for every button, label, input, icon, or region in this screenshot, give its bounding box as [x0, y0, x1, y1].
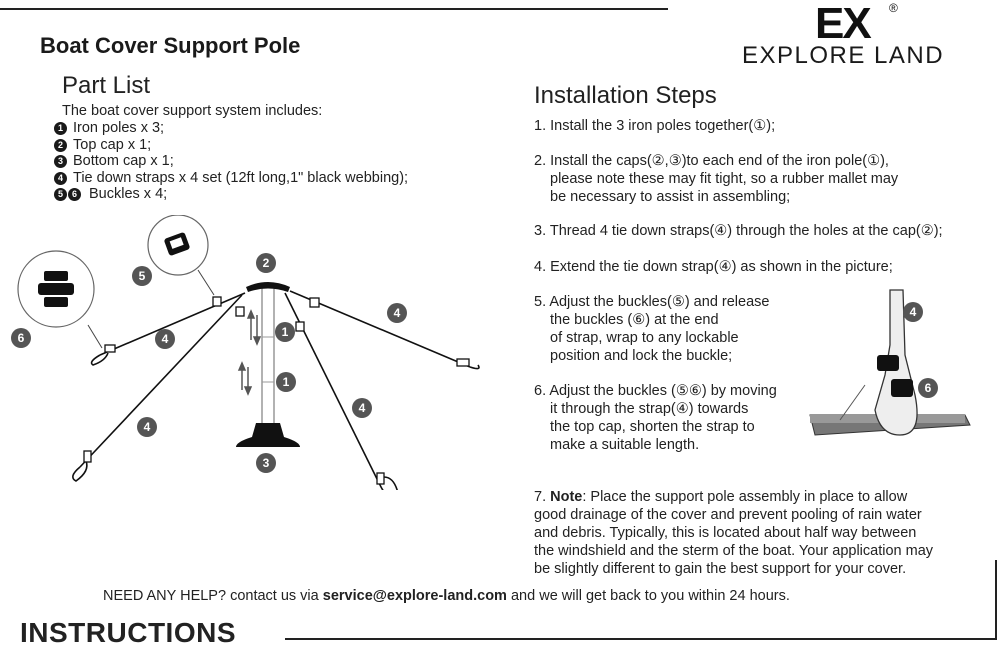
step-3: 3. Thread 4 tie down straps(④) through t… — [534, 223, 943, 239]
assembly-diagram: 2 5 6 4 4 4 4 1 1 3 — [11, 215, 480, 490]
iron-pole — [261, 286, 275, 443]
part-list-heading: Part List — [62, 72, 151, 99]
help-line: NEED ANY HELP? contact us via service@ex… — [103, 588, 790, 604]
step-7-line: the windshield and the sterm of the boat… — [534, 543, 934, 559]
buckle-icon — [309, 297, 320, 308]
buckle-icon — [212, 296, 222, 307]
parts-list: 1 Iron poles x 3; 2 Top cap x 1; 3 Bottom c… — [54, 120, 408, 203]
strap-loop — [90, 352, 109, 366]
list-item-text: Bottom cap x 1; — [73, 153, 174, 169]
step-5-line: 5. Adjust the buckles(⑤) and release — [534, 294, 770, 310]
strap-loop — [72, 460, 88, 482]
number-badge: 4 — [54, 171, 67, 185]
strap-detail-figure: 4 6 — [809, 289, 971, 436]
instructions-footer: INSTRUCTIONS — [20, 617, 236, 648]
strap-line — [79, 294, 243, 468]
part-list-intro: The boat cover support system includes: — [62, 103, 323, 119]
number-badge: 3 — [54, 155, 67, 168]
strap-loop — [469, 364, 480, 370]
buckle-icon — [235, 306, 245, 317]
list-item-text: Buckles x 4; — [89, 186, 168, 202]
step-7-lead: 7. — [534, 489, 551, 505]
list-item-text: Top cap x 1; — [73, 136, 152, 153]
buckle-closeup-icon — [164, 232, 190, 256]
step-2-line: be necessary to assist in assembling; — [550, 189, 791, 205]
list-item: 3 Bottom cap x 1; — [54, 153, 408, 170]
list-item-text: Iron poles x 3; — [73, 120, 165, 136]
buckle-icon — [376, 472, 385, 485]
step-5-line: of strap, wrap to any lockable — [550, 330, 739, 346]
step-6-line: it through the strap(④) towards — [550, 401, 749, 417]
callout-label: 4 — [144, 420, 151, 434]
callout-label: 6 — [18, 331, 25, 345]
help-prefix: NEED ANY HELP? contact us via — [103, 588, 323, 604]
registered-mark: ® — [889, 1, 898, 15]
list-item: 1 Iron poles x 3; — [54, 120, 408, 137]
buckle-icon — [83, 450, 92, 463]
list-item: 4 Tie down straps x 4 set (12ft long,1" b… — [54, 170, 408, 187]
step-5-line: position and lock the buckle; — [550, 348, 733, 364]
step-2-line: please note these may fit tight, so a ru… — [550, 171, 899, 187]
step-2-line: 2. Install the caps(②,③)to each end of t… — [534, 153, 889, 169]
step-7-note: 7. Note: Place the support pole assembly… — [534, 488, 933, 578]
right-rule — [995, 560, 997, 640]
callout-label: 5 — [139, 269, 146, 283]
step-6-line: make a suitable length. — [550, 437, 700, 453]
list-item-text: Tie down straps x 4 set (12ft long,1" bl… — [73, 169, 409, 186]
top-cap — [246, 282, 290, 292]
step-6-line: 6. Adjust the buckles (⑤⑥) by moving — [534, 383, 777, 399]
bottom-cap — [236, 423, 300, 447]
bottom-rule — [285, 638, 997, 640]
callout-label: 1 — [282, 325, 289, 339]
step-5-line: the buckles (⑥) at the end — [550, 312, 719, 328]
number-badge: 1 — [54, 122, 67, 135]
help-suffix: and we will get back to you within 24 ho… — [506, 588, 790, 604]
buckle-closeup-icon — [38, 271, 74, 307]
buckle-icon — [104, 344, 116, 353]
installation-heading: Installation Steps — [534, 82, 717, 109]
brand-logo: EX ® — [815, 0, 905, 48]
callout-label: 6 — [925, 381, 932, 395]
buckle-icon — [891, 379, 913, 397]
number-badge: 6 — [68, 188, 81, 201]
part-list-section: Part List The boat cover support system … — [62, 72, 322, 120]
buckle-icon — [877, 355, 899, 371]
buckle-icon — [295, 321, 305, 332]
step-4: 4. Extend the tie down strap(④) as shown… — [534, 259, 893, 275]
support-email-link[interactable]: service@explore-land.com — [322, 588, 507, 604]
brand-name: EXPLORE LAND — [742, 42, 945, 69]
step-7-line: and debris. Typically, this is located a… — [534, 525, 917, 541]
callout-label: 4 — [394, 306, 401, 320]
callout-label: 4 — [162, 332, 169, 346]
page-title: Boat Cover Support Pole — [40, 33, 301, 58]
strap-line — [289, 290, 471, 368]
top-rule — [0, 8, 668, 10]
number-badge: 2 — [54, 138, 67, 152]
buckle-icon — [456, 358, 470, 367]
step-1: 1. Install the 3 iron poles together(①); — [534, 118, 776, 134]
logo-mark-text: EX — [815, 0, 871, 42]
strap-line — [99, 292, 246, 356]
callout-label: 4 — [910, 305, 917, 319]
step-7-line: be slightly different to gain the best s… — [534, 561, 907, 577]
step-7-line: good drainage of the cover and prevent p… — [534, 507, 922, 523]
callout-label: 1 — [283, 375, 290, 389]
callout-label: 2 — [263, 256, 270, 270]
list-item: 2 Top cap x 1; — [54, 137, 408, 154]
callout-label: 3 — [263, 456, 270, 470]
note-label: Note — [550, 489, 583, 505]
step-6-line: the top cap, shorten the strap to — [550, 419, 755, 435]
number-badge: 5 — [54, 188, 67, 201]
strap-loop — [379, 476, 398, 490]
step-7-line: : Place the support pole assembly in pla… — [582, 489, 908, 505]
callout-label: 4 — [359, 401, 366, 415]
